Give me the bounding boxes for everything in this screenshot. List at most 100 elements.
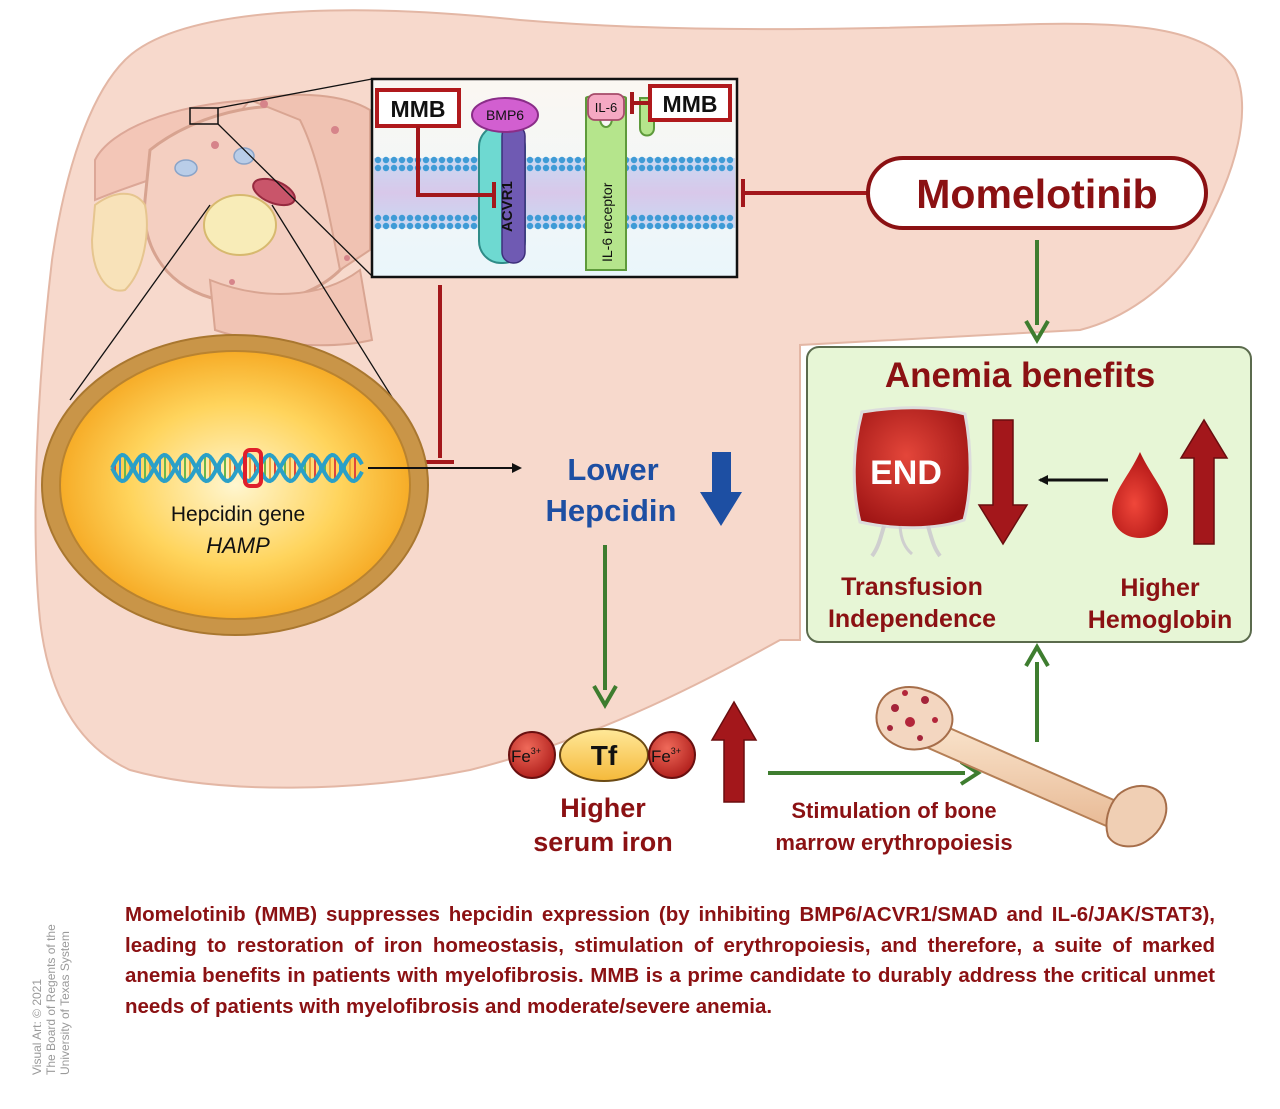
hemoglobin-up-arrow-icon: [1179, 418, 1229, 545]
lipid-head: [390, 156, 398, 164]
lipid-head: [462, 214, 470, 222]
down-arrow-icon: [700, 452, 742, 526]
lipid-head: [662, 214, 670, 222]
lipid-head: [454, 156, 462, 164]
lipid-head: [558, 164, 566, 172]
lipid-head: [654, 214, 662, 222]
lipid-head: [454, 222, 462, 230]
lipid-head: [414, 222, 422, 230]
lipid-head: [726, 222, 734, 230]
lipid-head: [430, 222, 438, 230]
lipid-head: [710, 156, 718, 164]
gene-label: Hepcidin gene: [171, 503, 305, 526]
lipid-head: [422, 164, 430, 172]
hepcidin-line2: Hepcidin: [546, 493, 677, 528]
lipid-head: [406, 156, 414, 164]
mmb-right-inhibitor: MMB: [630, 84, 732, 122]
tf-label: Tf: [591, 740, 618, 771]
serum-iron-line1: Higher: [560, 793, 646, 823]
lipid-head: [662, 164, 670, 172]
il6-ligand: IL-6: [587, 93, 625, 121]
lipid-head: [446, 222, 454, 230]
lipid-head: [630, 214, 638, 222]
lipid-head: [438, 156, 446, 164]
lipid-head: [654, 164, 662, 172]
lipid-head: [422, 222, 430, 230]
lipid-head: [566, 222, 574, 230]
hepatocyte-cells: [90, 93, 374, 347]
lipid-head: [382, 214, 390, 222]
lipid-head: [718, 214, 726, 222]
lipid-head: [630, 222, 638, 230]
lipid-head: [462, 156, 470, 164]
lipid-head: [470, 164, 478, 172]
inset-to-gene-inhibition: [426, 285, 454, 464]
lipid-head: [726, 164, 734, 172]
lipid-head: [678, 164, 686, 172]
il6-receptor-label: IL-6 receptor: [599, 182, 615, 262]
momelotinib-badge: Momelotinib: [866, 156, 1208, 230]
lipid-head: [670, 156, 678, 164]
transfusion-line2: Independence: [828, 605, 996, 633]
lipid-head: [646, 214, 654, 222]
lipid-head: [686, 214, 694, 222]
lipid-head: [398, 164, 406, 172]
lipid-head: [726, 156, 734, 164]
nucleus: Hepcidin gene HAMP: [41, 334, 429, 636]
lipid-head: [534, 164, 542, 172]
blood-bag-icon: END: [852, 406, 972, 558]
acvr1-label: ACVR1: [499, 181, 516, 232]
lipid-head: [646, 156, 654, 164]
lipid-head: [550, 164, 558, 172]
blood-drop-icon: [1112, 452, 1168, 538]
lipid-head: [438, 214, 446, 222]
lipid-head: [686, 156, 694, 164]
lipid-head: [654, 156, 662, 164]
lipid-head: [654, 222, 662, 230]
membrane-inset: ACVR1 BMP6 IL-6 receptor IL-6 MMB MM: [370, 77, 739, 279]
lipid-head: [662, 222, 670, 230]
hepcidin-to-iron-arrow: [592, 545, 618, 709]
il6-label: IL-6: [595, 100, 617, 115]
lipid-head: [630, 156, 638, 164]
lipid-head: [470, 214, 478, 222]
lipid-head: [382, 164, 390, 172]
hemoglobin-line2: Hemoglobin: [1088, 606, 1232, 634]
lipid-head: [534, 156, 542, 164]
lower-hepcidin: Lower Hepcidin: [546, 452, 742, 528]
lipid-head: [374, 156, 382, 164]
bone-icon: [875, 686, 1168, 848]
lipid-head: [574, 156, 582, 164]
lipid-head: [534, 214, 542, 222]
lipid-head: [390, 214, 398, 222]
mmb-left-inhibitor: MMB: [375, 88, 496, 208]
lipid-head: [390, 222, 398, 230]
lipid-head: [670, 214, 678, 222]
lipid-head: [718, 164, 726, 172]
lipid-head: [710, 214, 718, 222]
hemoglobin-line1: Higher: [1120, 574, 1199, 602]
lipid-head: [526, 214, 534, 222]
lipid-head: [406, 222, 414, 230]
lipid-head: [702, 164, 710, 172]
lipid-head: [566, 156, 574, 164]
bmp6-label: BMP6: [486, 107, 524, 123]
lipid-head: [462, 222, 470, 230]
lipid-head: [638, 214, 646, 222]
lipid-head: [726, 214, 734, 222]
lipid-head: [382, 156, 390, 164]
bag-label: END: [870, 454, 942, 492]
lipid-head: [438, 222, 446, 230]
lipid-head: [470, 222, 478, 230]
lipid-head: [374, 214, 382, 222]
lipid-head: [686, 222, 694, 230]
fe-left-label: Fe3+: [511, 746, 541, 766]
lipid-head: [542, 214, 550, 222]
lipid-head: [438, 164, 446, 172]
dna-helix-icon: [110, 448, 364, 488]
lipid-head: [374, 222, 382, 230]
lipid-head: [454, 164, 462, 172]
lipid-head: [630, 164, 638, 172]
dna-strand: [110, 452, 364, 484]
